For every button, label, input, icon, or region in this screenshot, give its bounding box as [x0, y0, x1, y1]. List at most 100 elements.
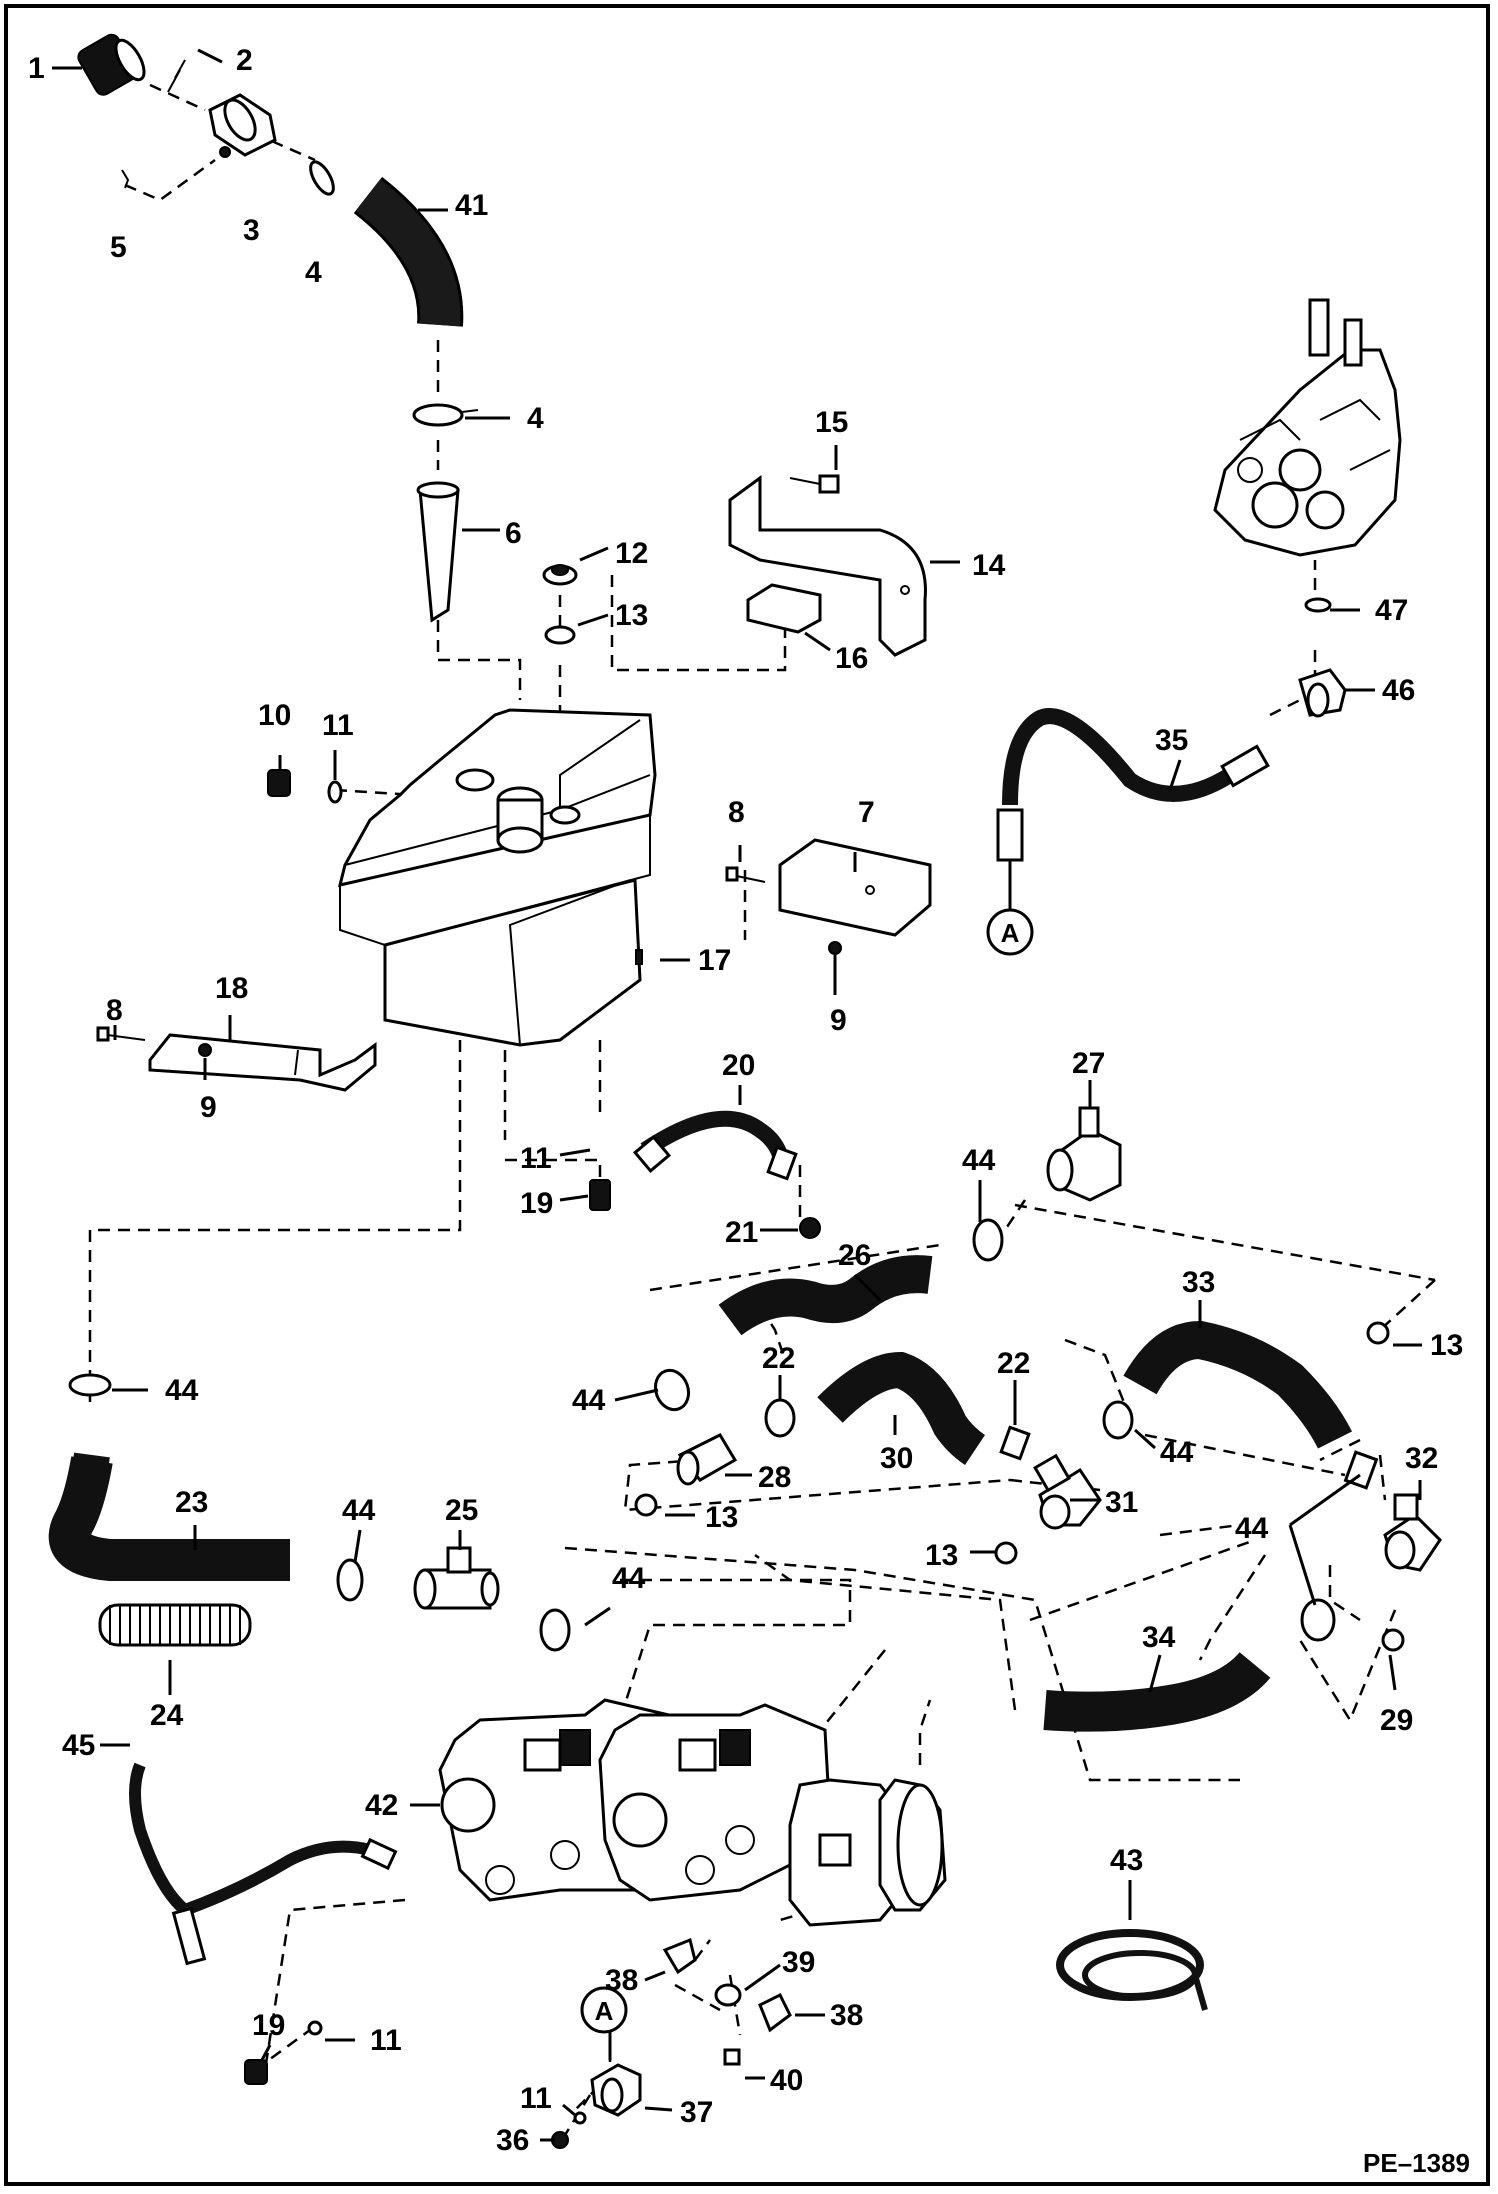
callout-39: 39	[782, 1946, 815, 1979]
part-11-oring-bottom	[573, 2111, 587, 2125]
part-37-elbow-fitting	[590, 2063, 642, 2117]
part-19-fitting-bottom	[244, 2059, 268, 2085]
part-33-hose	[1123, 1320, 1352, 1449]
callout-11-mid: 11	[520, 1142, 552, 1175]
callout-36: 36	[496, 2124, 529, 2157]
leader-lines	[52, 48, 1422, 2142]
callout-44-a: 44	[962, 1144, 996, 1177]
callout-14: 14	[972, 549, 1006, 582]
callout-26: 26	[838, 1239, 871, 1272]
part-40-bolt	[723, 2048, 741, 2066]
part-20-hose	[632, 1110, 798, 1181]
part-43-tubing	[1056, 1929, 1208, 2011]
part-11-oring-bottom-left	[307, 2020, 323, 2036]
part-13-oring-top	[544, 625, 576, 645]
callout-13-top: 13	[615, 599, 648, 632]
callout-43: 43	[1110, 1844, 1143, 1877]
part-46-fitting	[1298, 668, 1347, 718]
drawing-code: PE–1389	[1363, 2148, 1470, 2178]
part-13-29-orings	[634, 1321, 1405, 1652]
part-15-bolt	[789, 474, 840, 494]
callout-9-right: 9	[830, 1004, 847, 1037]
callout-37: 37	[680, 2096, 713, 2129]
callout-44-e: 44	[342, 1494, 376, 1527]
part-3-filler-neck	[208, 93, 277, 158]
callout-22-left: 22	[762, 1342, 795, 1375]
part-11-oring-breather	[327, 780, 343, 804]
part-24-spring-guard	[98, 1603, 252, 1647]
part-19-fitting-top	[589, 1179, 611, 1211]
callout-44-b: 44	[572, 1384, 606, 1417]
part-32-elbow	[1383, 1493, 1442, 1572]
part-23-suction-hose	[48, 1452, 290, 1582]
callout-17: 17	[698, 944, 731, 977]
callout-38-right: 38	[830, 1999, 863, 2032]
callout-12: 12	[615, 537, 648, 570]
callout-18: 18	[215, 972, 248, 1005]
part-35-pressure-hose	[996, 708, 1270, 862]
part-30-hose	[817, 1351, 986, 1465]
callout-46: 46	[1382, 674, 1415, 707]
callout-22-right: 22	[997, 1347, 1030, 1380]
part-1-fill-cap	[77, 33, 146, 96]
callout-11-bottom-left: 11	[370, 2024, 402, 2057]
part-8-bolt-left	[96, 1026, 146, 1042]
callout-10: 10	[258, 699, 291, 732]
part-25-tee-fitting	[413, 1546, 500, 1610]
part-2-gasket	[167, 59, 186, 93]
callout-47: 47	[1375, 594, 1408, 627]
callout-44-d: 44	[1235, 1512, 1269, 1545]
part-4-clamp-lower	[412, 403, 479, 427]
part-10-breather	[267, 769, 291, 797]
callout-25: 25	[445, 1494, 478, 1527]
callout-13-right: 13	[1430, 1329, 1463, 1362]
part-5-screw	[121, 169, 130, 189]
control-valve	[1213, 298, 1402, 557]
callout-24: 24	[150, 1699, 184, 1732]
part-47-oring	[1304, 597, 1332, 613]
part-39-oring	[714, 1983, 742, 2007]
callout-11-top: 11	[322, 709, 354, 742]
callout-15: 15	[815, 406, 848, 439]
callout-40: 40	[770, 2064, 803, 2097]
part-17-hydraulic-reservoir	[337, 708, 657, 1047]
part-8-bolt-right	[725, 866, 766, 883]
callout-5: 5	[110, 231, 127, 264]
callout-1: 1	[28, 52, 45, 85]
callout-32: 32	[1405, 1442, 1438, 1475]
callout-44-g: 44	[165, 1374, 199, 1407]
part-44-clamps	[68, 1218, 1379, 1652]
callout-35: 35	[1155, 724, 1188, 757]
callout-labels: 1 2 3 4 5 41 4 6 12 13 15 14 16 10 11 17…	[28, 44, 1463, 2157]
callout-13-mid: 13	[705, 1501, 738, 1534]
callout-29: 29	[1380, 1704, 1413, 1737]
callout-16: 16	[835, 642, 868, 675]
callout-21: 21	[725, 1216, 758, 1249]
part-18-bracket	[148, 1033, 377, 1092]
part-6-filler-tube	[416, 481, 460, 623]
part-31-elbow	[1033, 1453, 1102, 1530]
callout-28: 28	[758, 1461, 791, 1494]
part-38-bracket-left	[662, 1937, 697, 1975]
part-12-grommet	[542, 564, 578, 586]
part-21-cap	[799, 1217, 821, 1239]
callout-44-c: 44	[1160, 1436, 1194, 1469]
connector-ref-upper-label: A	[1001, 918, 1020, 948]
assembly-lines	[88, 83, 1436, 2136]
part-45-hose	[129, 1762, 398, 1966]
callout-44-f: 44	[612, 1562, 646, 1595]
callout-2: 2	[236, 44, 253, 77]
part-34-hose	[1043, 1651, 1271, 1732]
callout-6: 6	[505, 517, 522, 550]
part-9-nut-left	[198, 1043, 212, 1057]
part-26-hose	[718, 1255, 933, 1336]
callout-4-upper: 4	[305, 256, 322, 289]
callout-20: 20	[722, 1049, 755, 1082]
callout-11-bottom: 11	[520, 2082, 552, 2115]
callout-45: 45	[62, 1729, 95, 1762]
part-14-bracket	[728, 475, 927, 657]
connector-ref-upper: A	[986, 908, 1034, 956]
part-42-hydrostatic-pump	[438, 1698, 947, 1927]
part-41-fill-hose	[353, 176, 464, 327]
